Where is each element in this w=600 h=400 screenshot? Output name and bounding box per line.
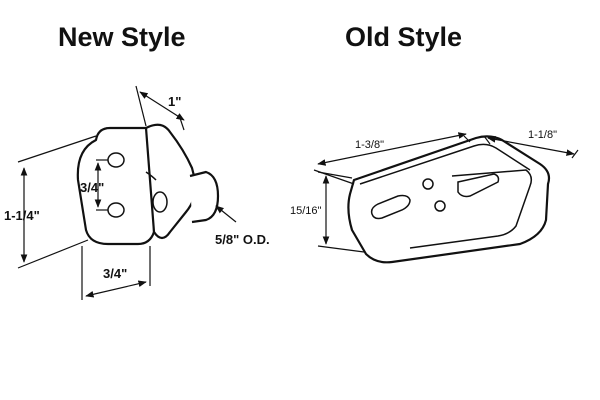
new-style-pin (189, 170, 220, 224)
old-style-bracket (347, 135, 551, 264)
old-style-heading: Old Style (345, 22, 463, 52)
dim-hole-spacing-label: 3/4" (80, 180, 104, 195)
dim-pin-label: 5/8" O.D. (215, 232, 270, 247)
dim-height-label: 1-1/4" (4, 208, 40, 223)
flange-slot (152, 191, 168, 213)
dim-old-height-label: 15/16" (290, 205, 322, 217)
old-style-lower-hole (434, 200, 446, 212)
old-style-channel (409, 169, 533, 249)
dim-bottom-width-label: 3/4" (103, 266, 127, 281)
new-style-plate (76, 126, 156, 246)
new-style-bracket (76, 123, 220, 246)
dim-width-label: 1-1/8" (528, 129, 557, 141)
new-style-heading: New Style (58, 22, 186, 52)
bend-line (145, 171, 157, 181)
dim-top-label: 1" (168, 94, 181, 109)
new-style-flange (144, 123, 198, 240)
old-style-upper-hole (422, 178, 434, 190)
old-style-long-slot (370, 194, 411, 220)
dim-length-label: 1-3/8" (355, 139, 384, 151)
old-style-side-slot (457, 173, 500, 198)
